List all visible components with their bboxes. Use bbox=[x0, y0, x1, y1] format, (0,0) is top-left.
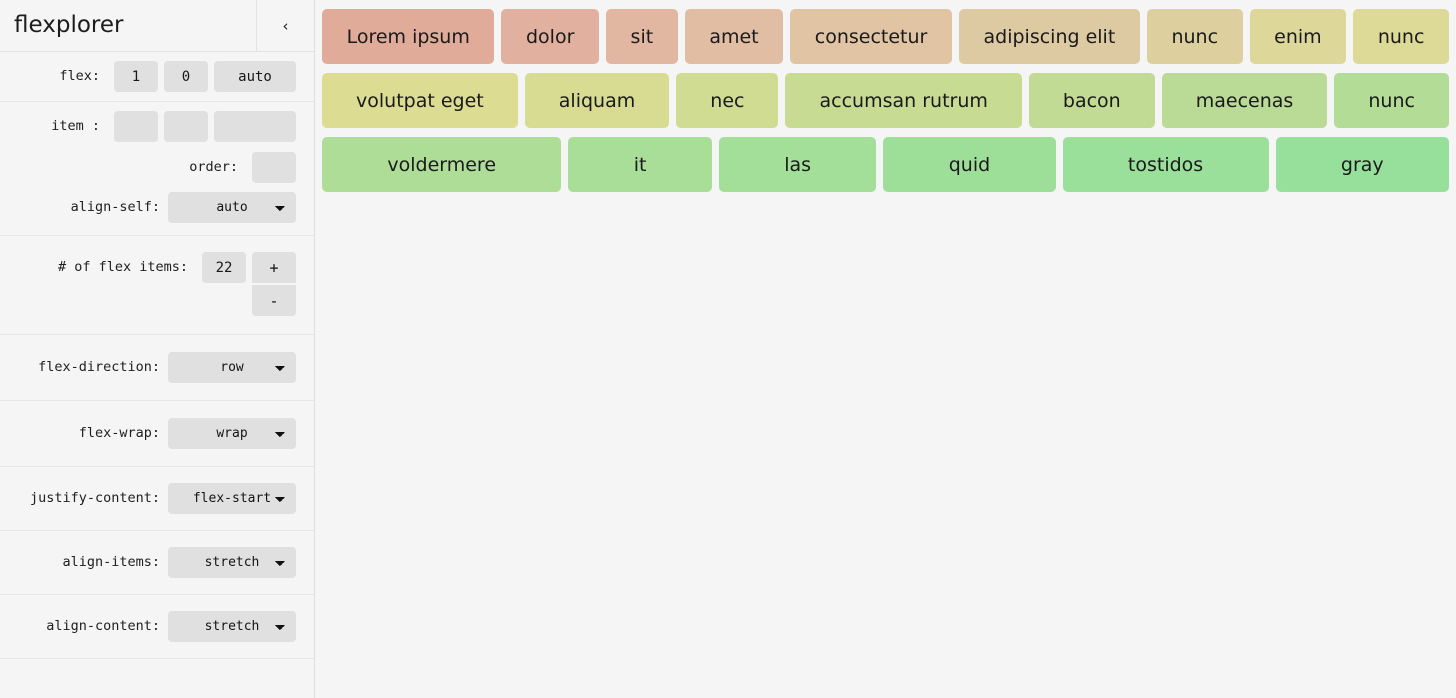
flex-item[interactable]: accumsan rutrum bbox=[785, 73, 1022, 128]
flex-shrink-input[interactable] bbox=[164, 61, 208, 92]
align-items-label: align-items: bbox=[62, 554, 160, 570]
flex-item-count-section: # of flex items: + - bbox=[0, 236, 314, 335]
flex-item-label: enim bbox=[1274, 25, 1322, 48]
property-row-flex-wrap: flex-wrap: nowrapwrapwrap-reverse bbox=[0, 401, 314, 467]
flex-item[interactable]: gray bbox=[1275, 137, 1450, 192]
property-row-flex-direction: flex-direction: rowrow-reversecolumncolu… bbox=[0, 335, 314, 401]
flex-item-label: maecenas bbox=[1195, 89, 1294, 112]
flex-item[interactable]: bacon bbox=[1028, 73, 1155, 128]
flex-item-label: bacon bbox=[1062, 89, 1121, 112]
order-label: order: bbox=[189, 159, 238, 175]
flex-item-label: nunc bbox=[1171, 25, 1219, 48]
flex-item-label: aliquam bbox=[558, 89, 636, 112]
flex-grow-input[interactable] bbox=[114, 61, 158, 92]
decrement-items-button[interactable]: - bbox=[252, 285, 296, 316]
item-flex-grow-input[interactable] bbox=[114, 111, 158, 142]
flex-direction-label: flex-direction: bbox=[38, 359, 160, 375]
align-content-label: align-content: bbox=[46, 618, 160, 634]
flex-item[interactable]: nunc bbox=[1146, 9, 1243, 64]
justify-content-select[interactable]: flex-startflex-endcenterspace-betweenspa… bbox=[168, 483, 296, 514]
flex-item-label: it bbox=[633, 153, 647, 176]
flex-item-label: tostidos bbox=[1127, 153, 1204, 176]
flex-item[interactable]: quid bbox=[883, 137, 1056, 192]
flex-item-label: quid bbox=[948, 153, 991, 176]
property-row-justify-content: justify-content: flex-startflex-endcente… bbox=[0, 467, 314, 531]
flex-item-count-input[interactable] bbox=[202, 252, 246, 283]
flex-item-count-label: # of flex items: bbox=[57, 259, 188, 275]
flex-item[interactable]: aliquam bbox=[524, 73, 670, 128]
flex-item[interactable]: consectetur bbox=[790, 9, 952, 64]
flex-item-label: voldermere bbox=[387, 153, 497, 176]
flex-item[interactable]: adipiscing elit bbox=[958, 9, 1140, 64]
flex-item-label: las bbox=[784, 153, 812, 176]
flex-item-label: adipiscing elit bbox=[983, 25, 1116, 48]
item-flex-basis-input[interactable] bbox=[214, 111, 296, 142]
flex-item[interactable]: nunc bbox=[1334, 73, 1449, 128]
flex-item[interactable]: las bbox=[718, 137, 877, 192]
sidebar-collapse-button[interactable]: ‹ bbox=[256, 0, 314, 52]
item-section: item : order: align-self: autoflex-start… bbox=[0, 102, 314, 236]
flex-item[interactable]: voldermere bbox=[322, 137, 562, 192]
flex-item-label: amet bbox=[709, 25, 759, 48]
flex-item-label: Lorem ipsum bbox=[346, 25, 470, 48]
flex-item-label: accumsan rutrum bbox=[819, 89, 988, 112]
flex-item[interactable]: amet bbox=[684, 9, 784, 64]
flex-basis-input[interactable] bbox=[214, 61, 296, 92]
flex-item[interactable]: sit bbox=[605, 9, 678, 64]
property-row-align-content: align-content: stretchflex-startflex-end… bbox=[0, 595, 314, 659]
flex-wrap-label: flex-wrap: bbox=[78, 425, 160, 441]
flex-wrap-select[interactable]: nowrapwrapwrap-reverse bbox=[168, 418, 296, 449]
align-self-label: align-self: bbox=[70, 199, 160, 215]
flex-shorthand-section: flex: bbox=[0, 52, 314, 102]
flex-item[interactable]: Lorem ipsum bbox=[322, 9, 495, 64]
align-items-select[interactable]: stretchflex-startflex-endcenterbaseline bbox=[168, 547, 296, 578]
increment-items-button[interactable]: + bbox=[252, 252, 296, 283]
control-sidebar: flexplorer ‹ flex: item : order: bbox=[0, 0, 315, 698]
flex-item[interactable]: nec bbox=[676, 73, 779, 128]
justify-content-label: justify-content: bbox=[29, 490, 160, 506]
align-content-select[interactable]: stretchflex-startflex-endcenterspace-bet… bbox=[168, 611, 296, 642]
flex-item[interactable]: maecenas bbox=[1161, 73, 1328, 128]
flex-label: flex: bbox=[59, 68, 100, 84]
flex-item-label: nunc bbox=[1377, 25, 1425, 48]
flex-item-label: nunc bbox=[1368, 89, 1415, 112]
flex-item[interactable]: dolor bbox=[501, 9, 599, 64]
flex-item-label: sit bbox=[630, 25, 654, 48]
flex-item-label: consectetur bbox=[814, 25, 928, 48]
sidebar-header: flexplorer ‹ bbox=[0, 0, 314, 52]
flex-item[interactable]: enim bbox=[1249, 9, 1347, 64]
chevron-left-icon: ‹ bbox=[282, 16, 289, 35]
flex-item[interactable]: nunc bbox=[1353, 9, 1449, 64]
flex-container-preview: Lorem ipsum dolor sit amet consectetur adipis… bbox=[315, 0, 1456, 698]
flex-item-label: gray bbox=[1340, 153, 1384, 176]
flex-item-label: nec bbox=[710, 89, 745, 112]
item-label: item : bbox=[51, 118, 100, 134]
flex-item[interactable]: tostidos bbox=[1062, 137, 1269, 192]
flex-direction-select[interactable]: rowrow-reversecolumncolumn-reverse bbox=[168, 352, 296, 383]
flex-item-label: volutpat eget bbox=[356, 89, 484, 112]
order-input[interactable] bbox=[252, 152, 296, 183]
flex-item[interactable]: it bbox=[568, 137, 712, 192]
flex-item[interactable]: volutpat eget bbox=[322, 73, 518, 128]
flex-item-label: dolor bbox=[526, 25, 575, 48]
align-self-select[interactable]: autoflex-startflex-endcenterbaselinestre… bbox=[168, 192, 296, 223]
property-row-align-items: align-items: stretchflex-startflex-endce… bbox=[0, 531, 314, 595]
app-title: flexplorer bbox=[14, 12, 124, 38]
item-flex-shrink-input[interactable] bbox=[164, 111, 208, 142]
